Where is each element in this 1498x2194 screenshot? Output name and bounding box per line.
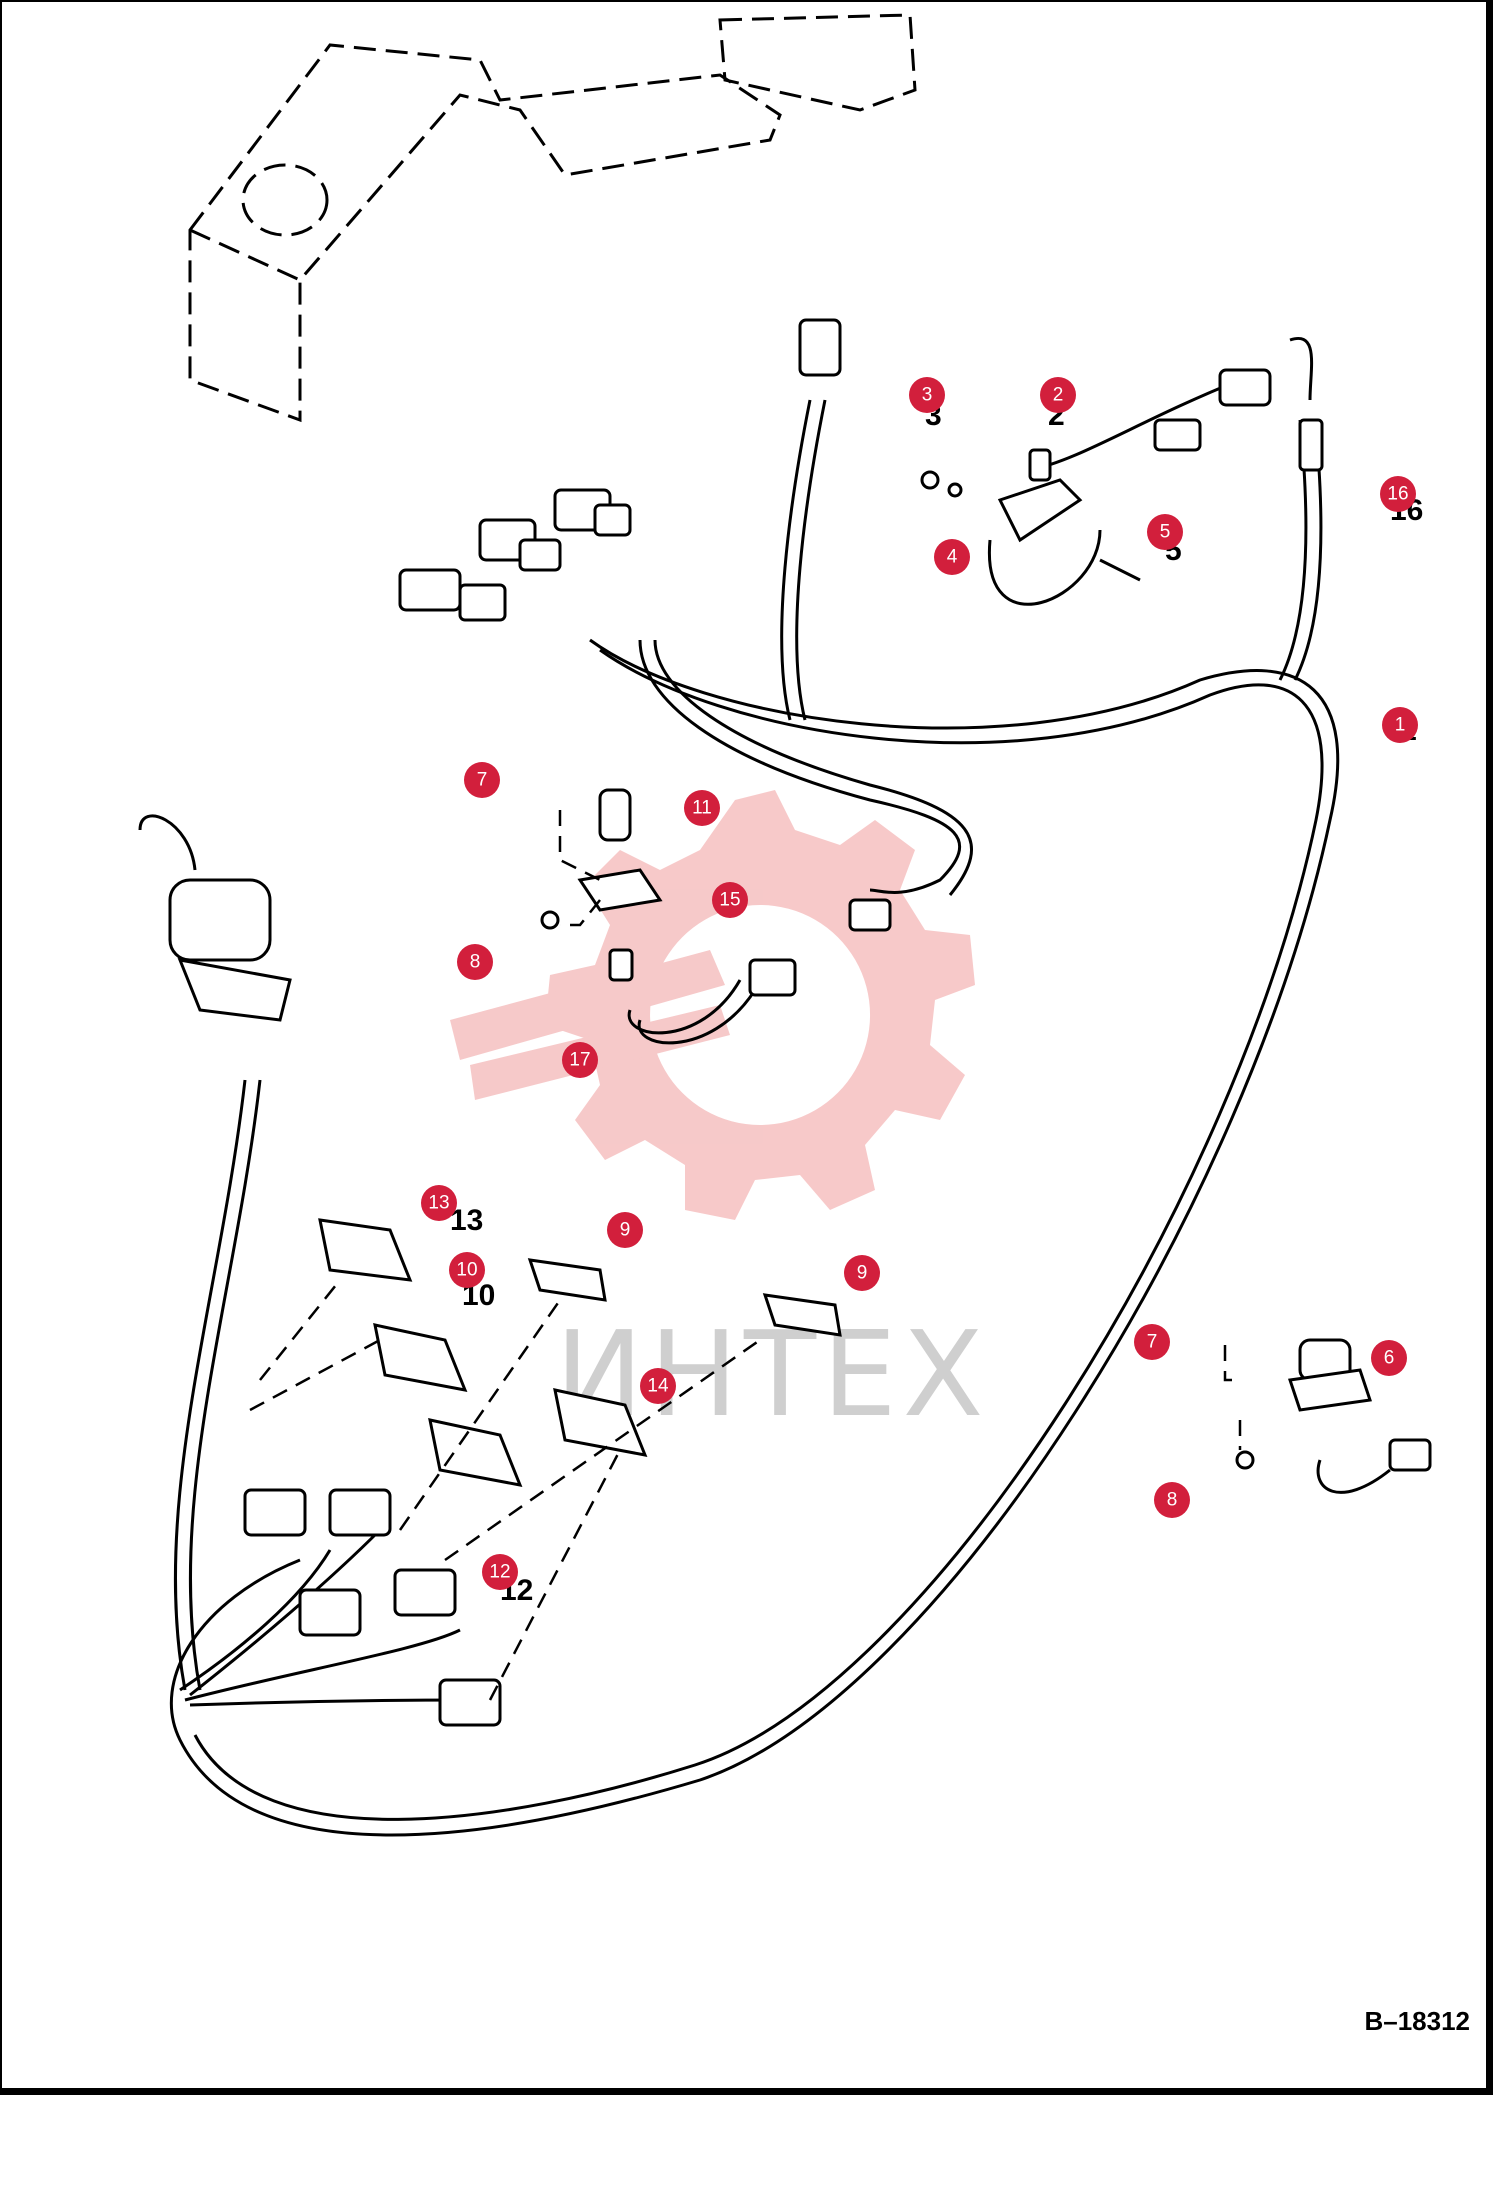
callout-9b[interactable]: 9 — [844, 1255, 880, 1291]
callouts: 1 2 3 4 5 16 7 11 15 8 17 13 10 9 9 14 1… — [421, 377, 1418, 1590]
callout-12[interactable]: 12 — [482, 1554, 518, 1590]
svg-text:1: 1 — [1395, 715, 1406, 736]
callout-3[interactable]: 3 — [909, 377, 945, 413]
switch-panels — [243, 1218, 842, 1727]
callout-13[interactable]: 13 — [421, 1185, 457, 1221]
svg-text:9: 9 — [620, 1220, 631, 1241]
callout-8a[interactable]: 8 — [457, 944, 493, 980]
callout-11[interactable]: 11 — [684, 790, 720, 826]
svg-text:8: 8 — [1167, 1490, 1178, 1511]
connector-cluster-top — [398, 318, 1324, 622]
svg-text:9: 9 — [857, 1263, 868, 1284]
svg-text:12: 12 — [489, 1562, 510, 1583]
svg-text:10: 10 — [456, 1260, 477, 1281]
drawing-frame — [0, 0, 1493, 2095]
svg-text:7: 7 — [1147, 1332, 1158, 1353]
svg-text:4: 4 — [947, 547, 958, 568]
svg-text:7: 7 — [477, 770, 488, 791]
svg-text:17: 17 — [569, 1050, 590, 1071]
svg-text:13: 13 — [428, 1193, 449, 1214]
callout-6[interactable]: 6 — [1371, 1340, 1407, 1376]
callout-8b[interactable]: 8 — [1154, 1482, 1190, 1518]
console-outline — [188, 13, 917, 423]
dashed-leaders — [249, 810, 1242, 1701]
svg-text:14: 14 — [647, 1376, 669, 1397]
svg-text:8: 8 — [470, 952, 481, 973]
svg-text:11: 11 — [692, 798, 712, 819]
callout-17[interactable]: 17 — [562, 1042, 598, 1078]
callout-7a[interactable]: 7 — [464, 762, 500, 798]
callout-10[interactable]: 10 — [449, 1252, 485, 1288]
callout-1[interactable]: 1 — [1382, 707, 1418, 743]
callout-7b[interactable]: 7 — [1134, 1324, 1170, 1360]
callout-5[interactable]: 5 — [1147, 514, 1183, 550]
callout-2[interactable]: 2 — [1040, 377, 1076, 413]
joystick — [138, 814, 292, 1022]
callout-14[interactable]: 14 — [640, 1368, 676, 1404]
figure-code: B–18312 — [1364, 2006, 1470, 2036]
svg-text:5: 5 — [1160, 522, 1171, 543]
callout-9a[interactable]: 9 — [607, 1212, 643, 1248]
callout-16[interactable]: 16 — [1380, 476, 1416, 512]
svg-text:15: 15 — [719, 890, 740, 911]
callout-15[interactable]: 15 — [712, 882, 748, 918]
svg-text:16: 16 — [1387, 484, 1408, 505]
svg-text:2: 2 — [1053, 385, 1064, 406]
watermark-gear-icon — [450, 790, 975, 1220]
callout-4[interactable]: 4 — [934, 539, 970, 575]
svg-text:3: 3 — [922, 385, 933, 406]
svg-text:6: 6 — [1384, 1348, 1395, 1369]
